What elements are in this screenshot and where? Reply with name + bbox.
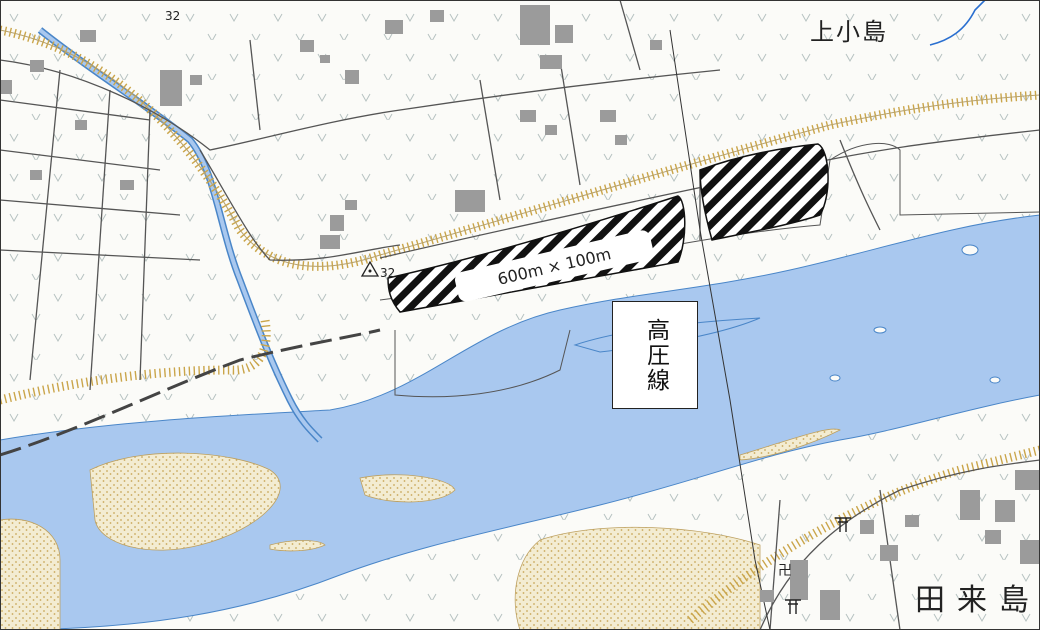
creek xyxy=(929,0,986,46)
river-islet xyxy=(961,244,979,256)
river-islet xyxy=(873,326,887,334)
river xyxy=(0,214,1040,630)
sandbar-small xyxy=(269,540,326,552)
tributary-stream-inner xyxy=(38,28,322,442)
buildings-upper xyxy=(0,5,662,249)
place-label-lower-town: 田来島 xyxy=(915,583,1040,618)
hatched-area-east xyxy=(699,143,829,241)
sandbar-lower xyxy=(514,526,761,630)
shrine-icon xyxy=(785,599,801,614)
high-voltage-line xyxy=(669,29,771,630)
river-islet xyxy=(989,376,1001,384)
place-label-upper-town: 上小島 xyxy=(810,18,888,46)
triangulation-point-icon xyxy=(360,260,380,277)
high-voltage-line-label: 高圧線 xyxy=(642,317,669,393)
temple-icon: 卍 xyxy=(778,563,792,579)
sandbar-large xyxy=(89,452,281,551)
buildings-lower xyxy=(760,470,1040,620)
elevation-spot-label: 32 xyxy=(380,266,395,280)
elevation-spot-top: 32 xyxy=(165,9,180,23)
railway-line xyxy=(0,328,381,457)
embankment-upper-edge xyxy=(0,29,1040,267)
shrine-icon xyxy=(835,517,851,532)
high-voltage-line-label-box: 高圧線 xyxy=(612,301,698,409)
sandbar-center xyxy=(359,474,456,503)
sandbar-east xyxy=(739,428,841,461)
sandbar-southwest xyxy=(0,518,61,630)
river-islet xyxy=(829,374,841,382)
floodplain-lower xyxy=(394,329,571,398)
